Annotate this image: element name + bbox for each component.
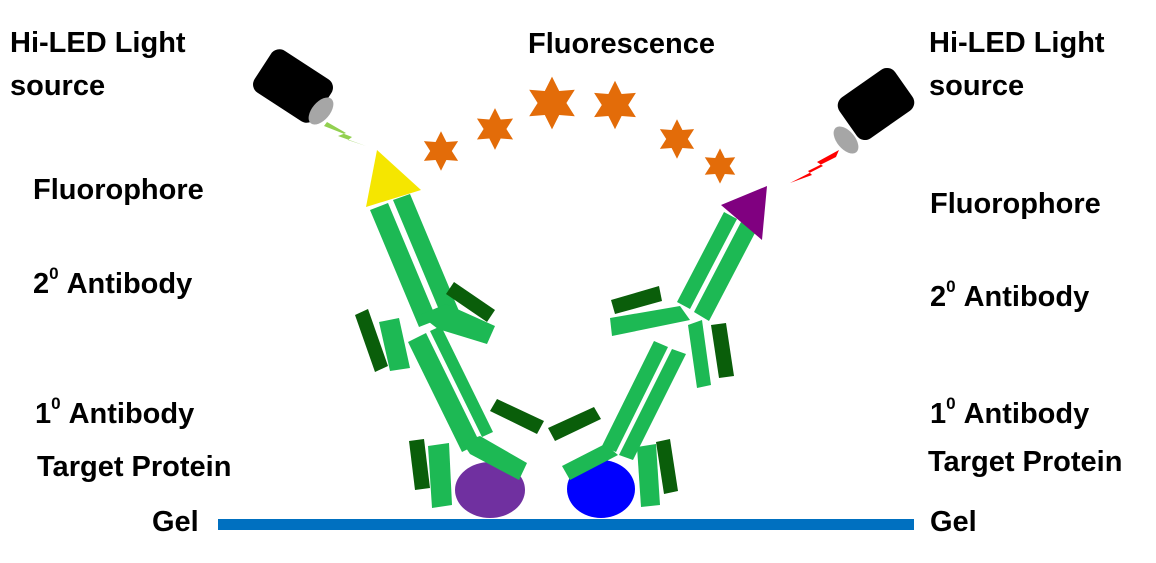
primary-antibody-num: 1 — [930, 398, 947, 430]
secondary-antibody-sup: 0 — [946, 277, 956, 296]
fluorophore-label-left: Fluorophore — [33, 174, 204, 206]
secondary-antibody-sup: 0 — [49, 264, 59, 283]
emission-star — [529, 76, 575, 130]
fluorophore-label-right: Fluorophore — [930, 188, 1101, 220]
primary-antibody-num: 1 — [35, 398, 52, 430]
gel-label-left: Gel — [152, 506, 199, 538]
secondary-antibody-text: Antibody — [59, 268, 193, 300]
light-source-label-left-line1: Hi-LED Light — [10, 27, 186, 59]
target-protein-label-left: Target Protein — [37, 451, 232, 483]
light-source-label-right-line2: source — [929, 70, 1025, 103]
light-source-left — [253, 49, 366, 146]
secondary-antibody-num: 2 — [930, 281, 947, 313]
primary-antibody-left — [408, 326, 544, 508]
emission-star — [659, 119, 695, 159]
gel-label-right: Gel — [930, 506, 977, 538]
light-source-label-left: Hi-LED Light source — [10, 27, 186, 104]
target-protein-label-right: Target Protein — [928, 446, 1123, 478]
secondary-antibody-text: Antibody — [956, 281, 1090, 313]
target-protein-left — [455, 462, 525, 518]
secondary-antibody-num: 2 — [33, 268, 50, 300]
light-source-right — [790, 67, 915, 183]
emission-star — [423, 131, 459, 171]
emission-star — [594, 80, 636, 130]
light-beam-left — [324, 122, 366, 146]
fluorescence-label: Fluorescence — [528, 28, 715, 60]
emission-star — [476, 108, 514, 150]
secondary-antibody-label-left: 20 Antibody — [33, 264, 193, 301]
secondary-antibody-left — [355, 194, 495, 372]
primary-antibody-sup: 0 — [51, 394, 61, 413]
secondary-antibody-right — [610, 212, 756, 388]
fluorophore-left — [366, 150, 421, 207]
light-source-label-right: Hi-LED Light source — [929, 27, 1105, 104]
fluorophore-right — [721, 186, 767, 240]
light-source-label-right-line1: Hi-LED Light — [929, 27, 1105, 59]
emission-star — [704, 148, 736, 184]
gel-bar — [218, 519, 914, 530]
primary-antibody-sup: 0 — [946, 394, 956, 413]
primary-antibody-right — [548, 341, 686, 507]
light-beam-right — [790, 150, 839, 183]
fluorescence-emission — [423, 76, 736, 184]
primary-antibody-label-left: 10 Antibody — [35, 394, 195, 431]
light-source-label-left-line2: source — [10, 70, 106, 103]
primary-antibody-label-right: 10 Antibody — [930, 394, 1090, 431]
secondary-antibody-label-right: 20 Antibody — [930, 277, 1090, 314]
primary-antibody-text: Antibody — [61, 398, 195, 430]
target-protein-right — [567, 460, 635, 518]
primary-antibody-text: Antibody — [956, 398, 1090, 430]
